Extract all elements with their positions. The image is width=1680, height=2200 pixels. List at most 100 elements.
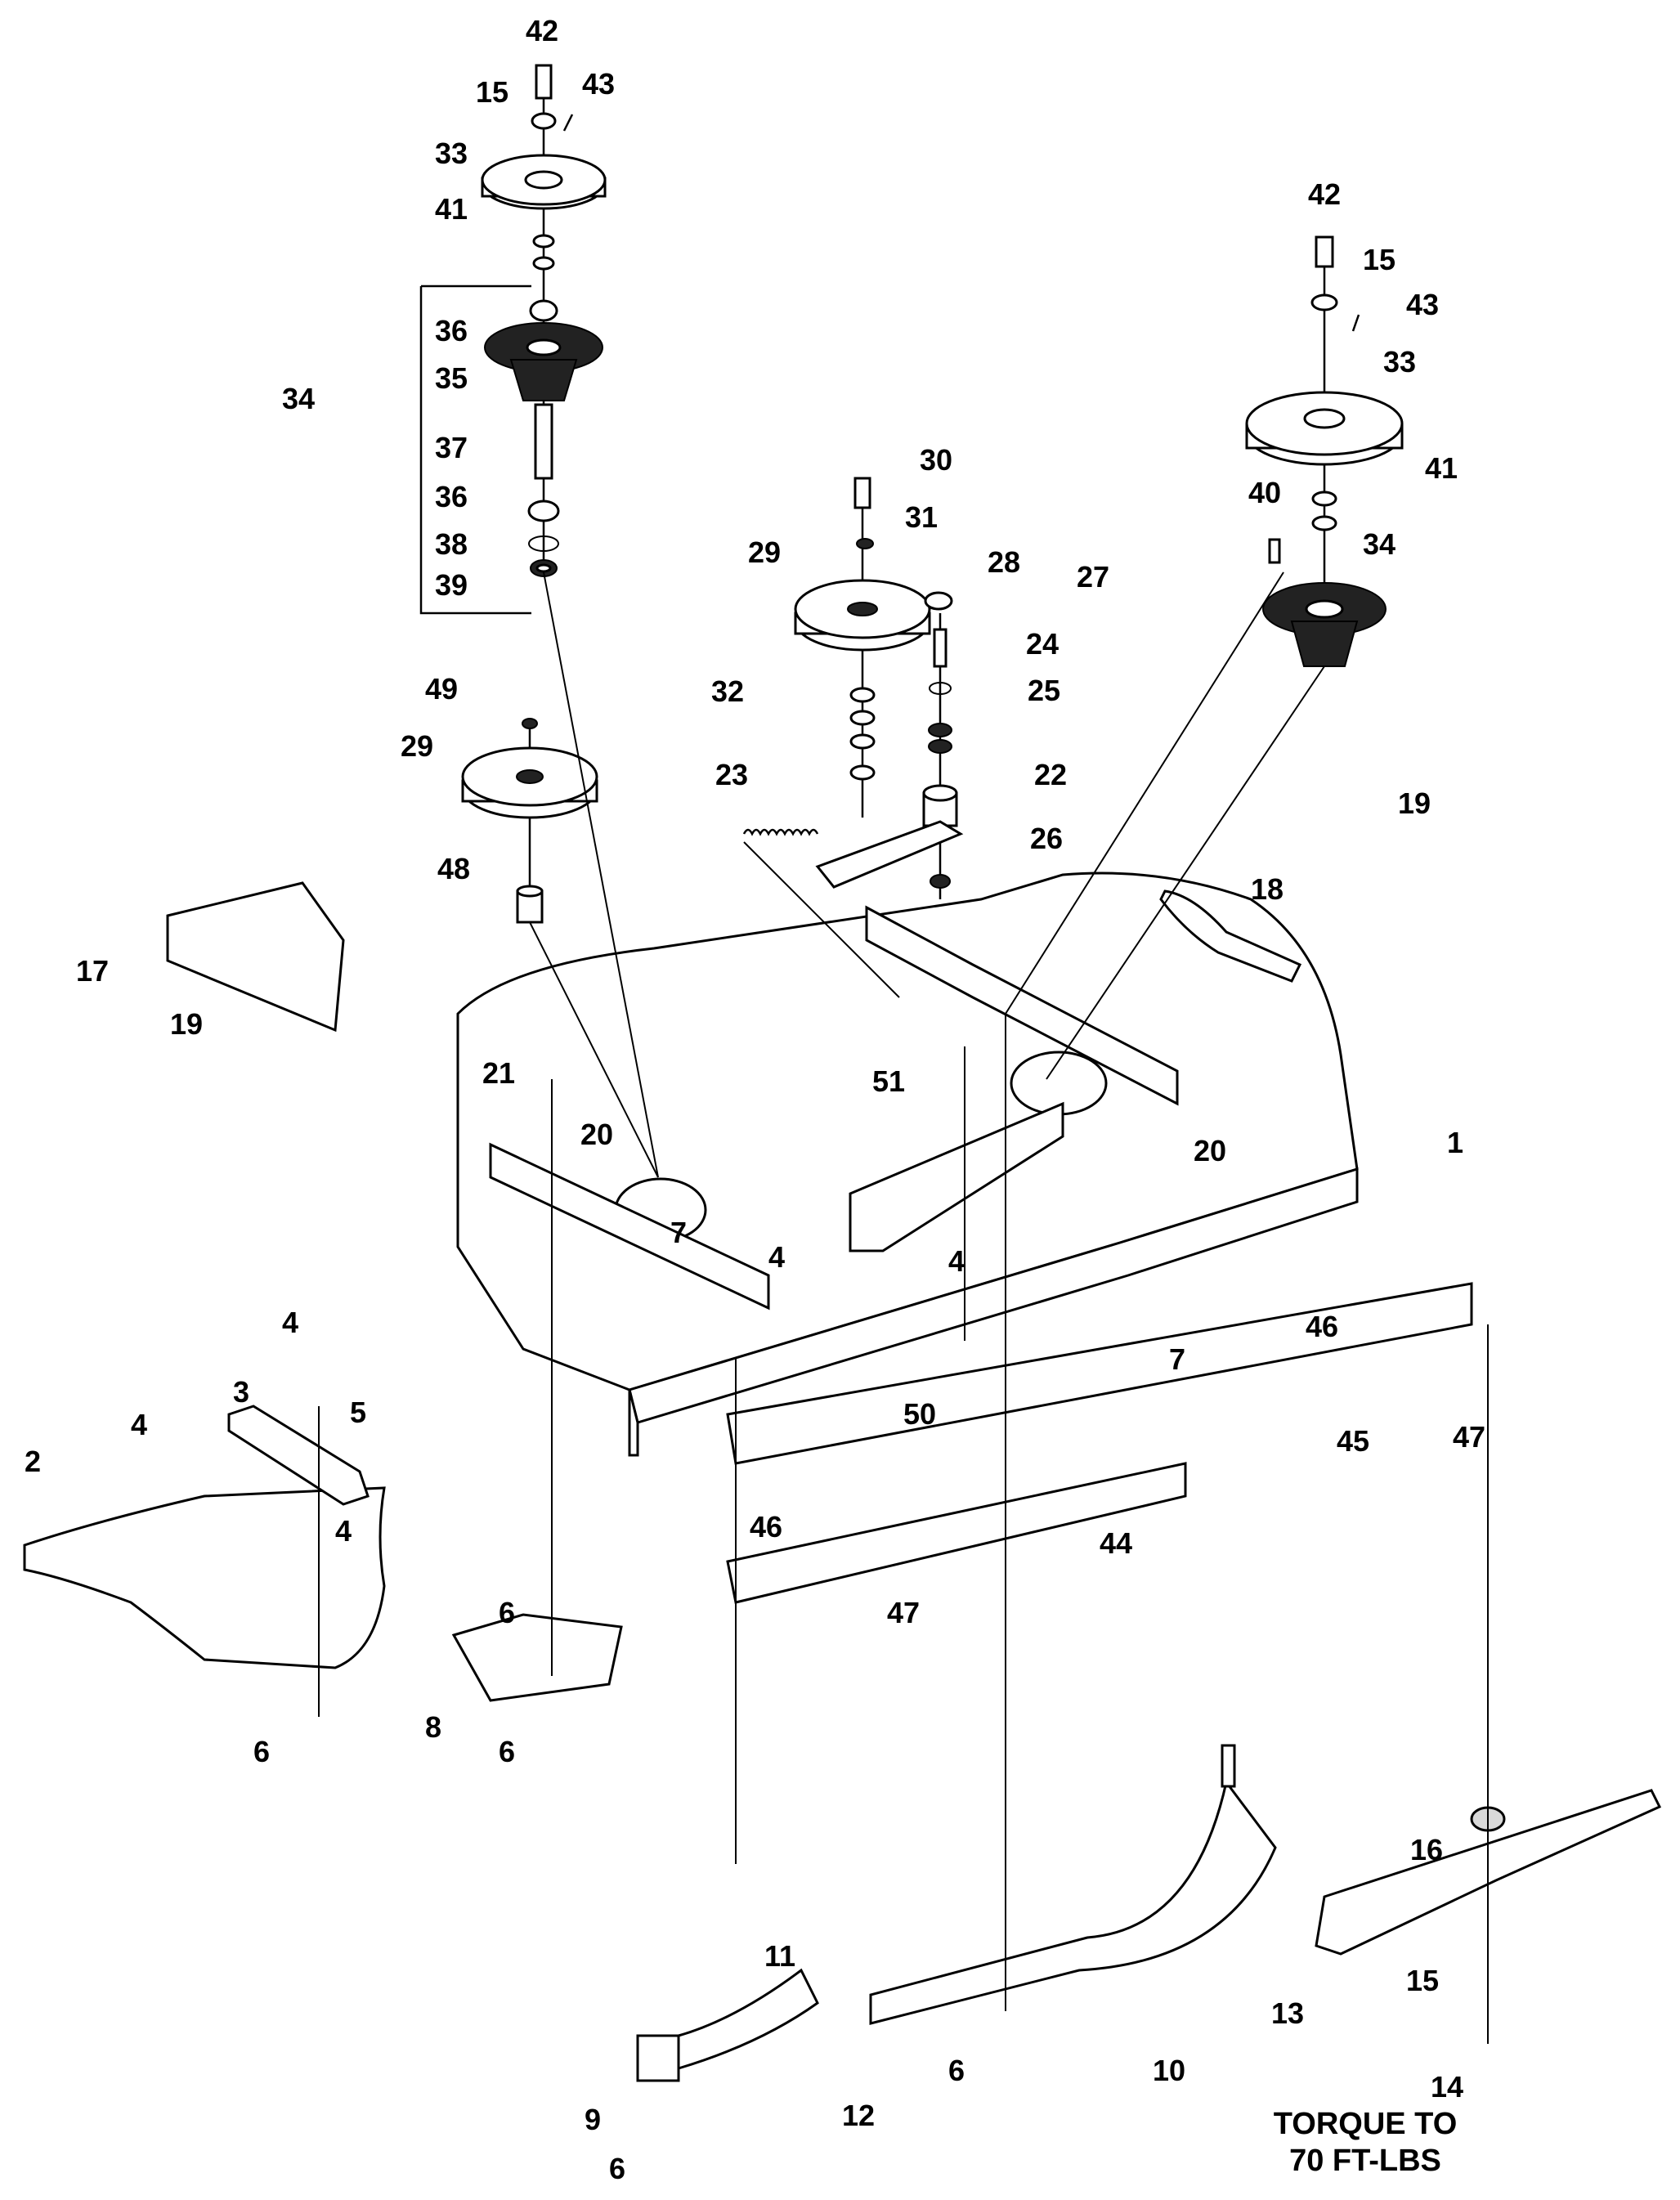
callout-43: 43 (1406, 288, 1439, 321)
bracket-8 (451, 1613, 623, 1702)
callout-15: 15 (1363, 243, 1396, 276)
callout-50: 50 (903, 1397, 936, 1431)
callout-23: 23 (715, 758, 748, 791)
callout-20: 20 (580, 1118, 613, 1151)
callout-36: 36 (435, 480, 468, 513)
callout-20: 20 (1194, 1134, 1226, 1167)
shield-18 (1159, 889, 1302, 983)
key-43-left (562, 114, 574, 132)
deck-rail-left (489, 1142, 770, 1311)
callout-51: 51 (872, 1064, 905, 1098)
callout-46: 46 (1306, 1310, 1338, 1343)
idler-arm-22 (815, 591, 964, 1054)
callout-13: 13 (1271, 1996, 1304, 2030)
callout-7: 7 (1169, 1342, 1185, 1376)
callout-39: 39 (435, 568, 468, 602)
callout-43: 43 (582, 67, 615, 101)
callout-10: 10 (1153, 2054, 1185, 2087)
callout-24: 24 (1026, 627, 1059, 661)
mower-deck-1 (456, 871, 1359, 1457)
callout-47: 47 (887, 1596, 920, 1629)
callout-7: 7 (670, 1216, 687, 1249)
callout-22: 22 (1034, 758, 1067, 791)
callout-41: 41 (435, 192, 468, 226)
callout-6: 6 (499, 1735, 515, 1768)
hinge-3 (227, 1405, 370, 1506)
callout-18: 18 (1251, 872, 1284, 906)
spring-23 (742, 828, 819, 836)
callout-32: 32 (711, 674, 744, 708)
callout-46: 46 (750, 1510, 782, 1544)
callout-16: 16 (1410, 1833, 1443, 1866)
callout-1: 1 (1447, 1126, 1463, 1159)
callout-38: 38 (435, 527, 468, 561)
callout-35: 35 (435, 361, 468, 395)
baffle-9 (636, 1968, 819, 2070)
bolt-40 (1268, 538, 1281, 564)
callout-9: 9 (585, 2103, 601, 2136)
callout-36: 36 (435, 314, 468, 347)
callout-4: 4 (131, 1408, 147, 1441)
callout-3: 3 (233, 1375, 249, 1409)
callout-5: 5 (350, 1396, 366, 1429)
callout-6: 6 (948, 2054, 965, 2087)
callout-17: 17 (76, 954, 109, 988)
callout-45: 45 (1337, 1424, 1369, 1458)
callout-4: 4 (335, 1514, 352, 1548)
right-spindle-stack (1245, 235, 1404, 667)
callout-21: 21 (482, 1056, 515, 1090)
callout-44: 44 (1100, 1526, 1132, 1560)
callout-2: 2 (25, 1445, 41, 1478)
leader-lines (318, 571, 1489, 2044)
callout-15: 15 (476, 75, 508, 109)
callout-12: 12 (842, 2099, 875, 2132)
callout-11: 11 (764, 1939, 795, 1973)
snap-ring-38 (528, 535, 559, 552)
callout-4: 4 (768, 1240, 785, 1274)
washer-15-left (531, 112, 557, 130)
idler-pulley-29-left (461, 718, 598, 924)
callout-4: 4 (948, 1244, 965, 1278)
callout-37: 37 (435, 431, 468, 464)
baffle-10 (869, 1779, 1277, 2025)
callout-4: 4 (282, 1306, 298, 1339)
callout-26: 26 (1030, 822, 1063, 855)
idler-pulley-29-center (794, 477, 931, 818)
deflector-17 (166, 881, 345, 1033)
bearing-36-upper (529, 299, 558, 322)
torque-note-line1: TORQUE TO (1274, 2107, 1458, 2141)
callout-30: 30 (920, 443, 952, 477)
callout-25: 25 (1028, 674, 1060, 707)
callout-42: 42 (526, 14, 558, 47)
callout-42: 42 (1308, 177, 1341, 211)
spindle-shaft-37 (534, 403, 553, 480)
callout-14: 14 (1431, 2070, 1463, 2104)
callout-41: 41 (1425, 451, 1458, 485)
callout-49: 49 (425, 672, 458, 706)
torque-note-line2: 70 FT-LBS (1289, 2144, 1441, 2178)
bolt-42-left (535, 64, 553, 100)
callout-8: 8 (425, 1710, 441, 1744)
callout-15: 15 (1406, 1964, 1439, 1997)
baffle-45 (726, 1282, 1473, 1465)
cap-28 (924, 591, 953, 611)
callout-47: 47 (1453, 1420, 1485, 1454)
discharge-chute-2 (23, 1486, 386, 1669)
callout-6: 6 (253, 1735, 270, 1768)
callout-29: 29 (401, 729, 433, 763)
parts-artwork (23, 64, 1662, 2082)
bearing-36-lower (527, 500, 560, 522)
callout-40: 40 (1248, 476, 1281, 509)
callout-6: 6 (499, 1596, 515, 1629)
callout-34: 34 (282, 382, 315, 415)
callout-33: 33 (1383, 345, 1416, 379)
callout-27: 27 (1077, 560, 1109, 594)
callout-labels: 1 2 3 4 4 4 4 4 5 6 6 6 6 6 7 7 8 9 10 1… (25, 14, 1485, 2185)
callout-33: 33 (435, 137, 468, 170)
baffle-44 (726, 1462, 1187, 1604)
callout-19: 19 (1398, 786, 1431, 820)
callout-34: 34 (1363, 527, 1396, 561)
deck-rail-right (865, 905, 1179, 1106)
callout-31: 31 (905, 500, 938, 534)
